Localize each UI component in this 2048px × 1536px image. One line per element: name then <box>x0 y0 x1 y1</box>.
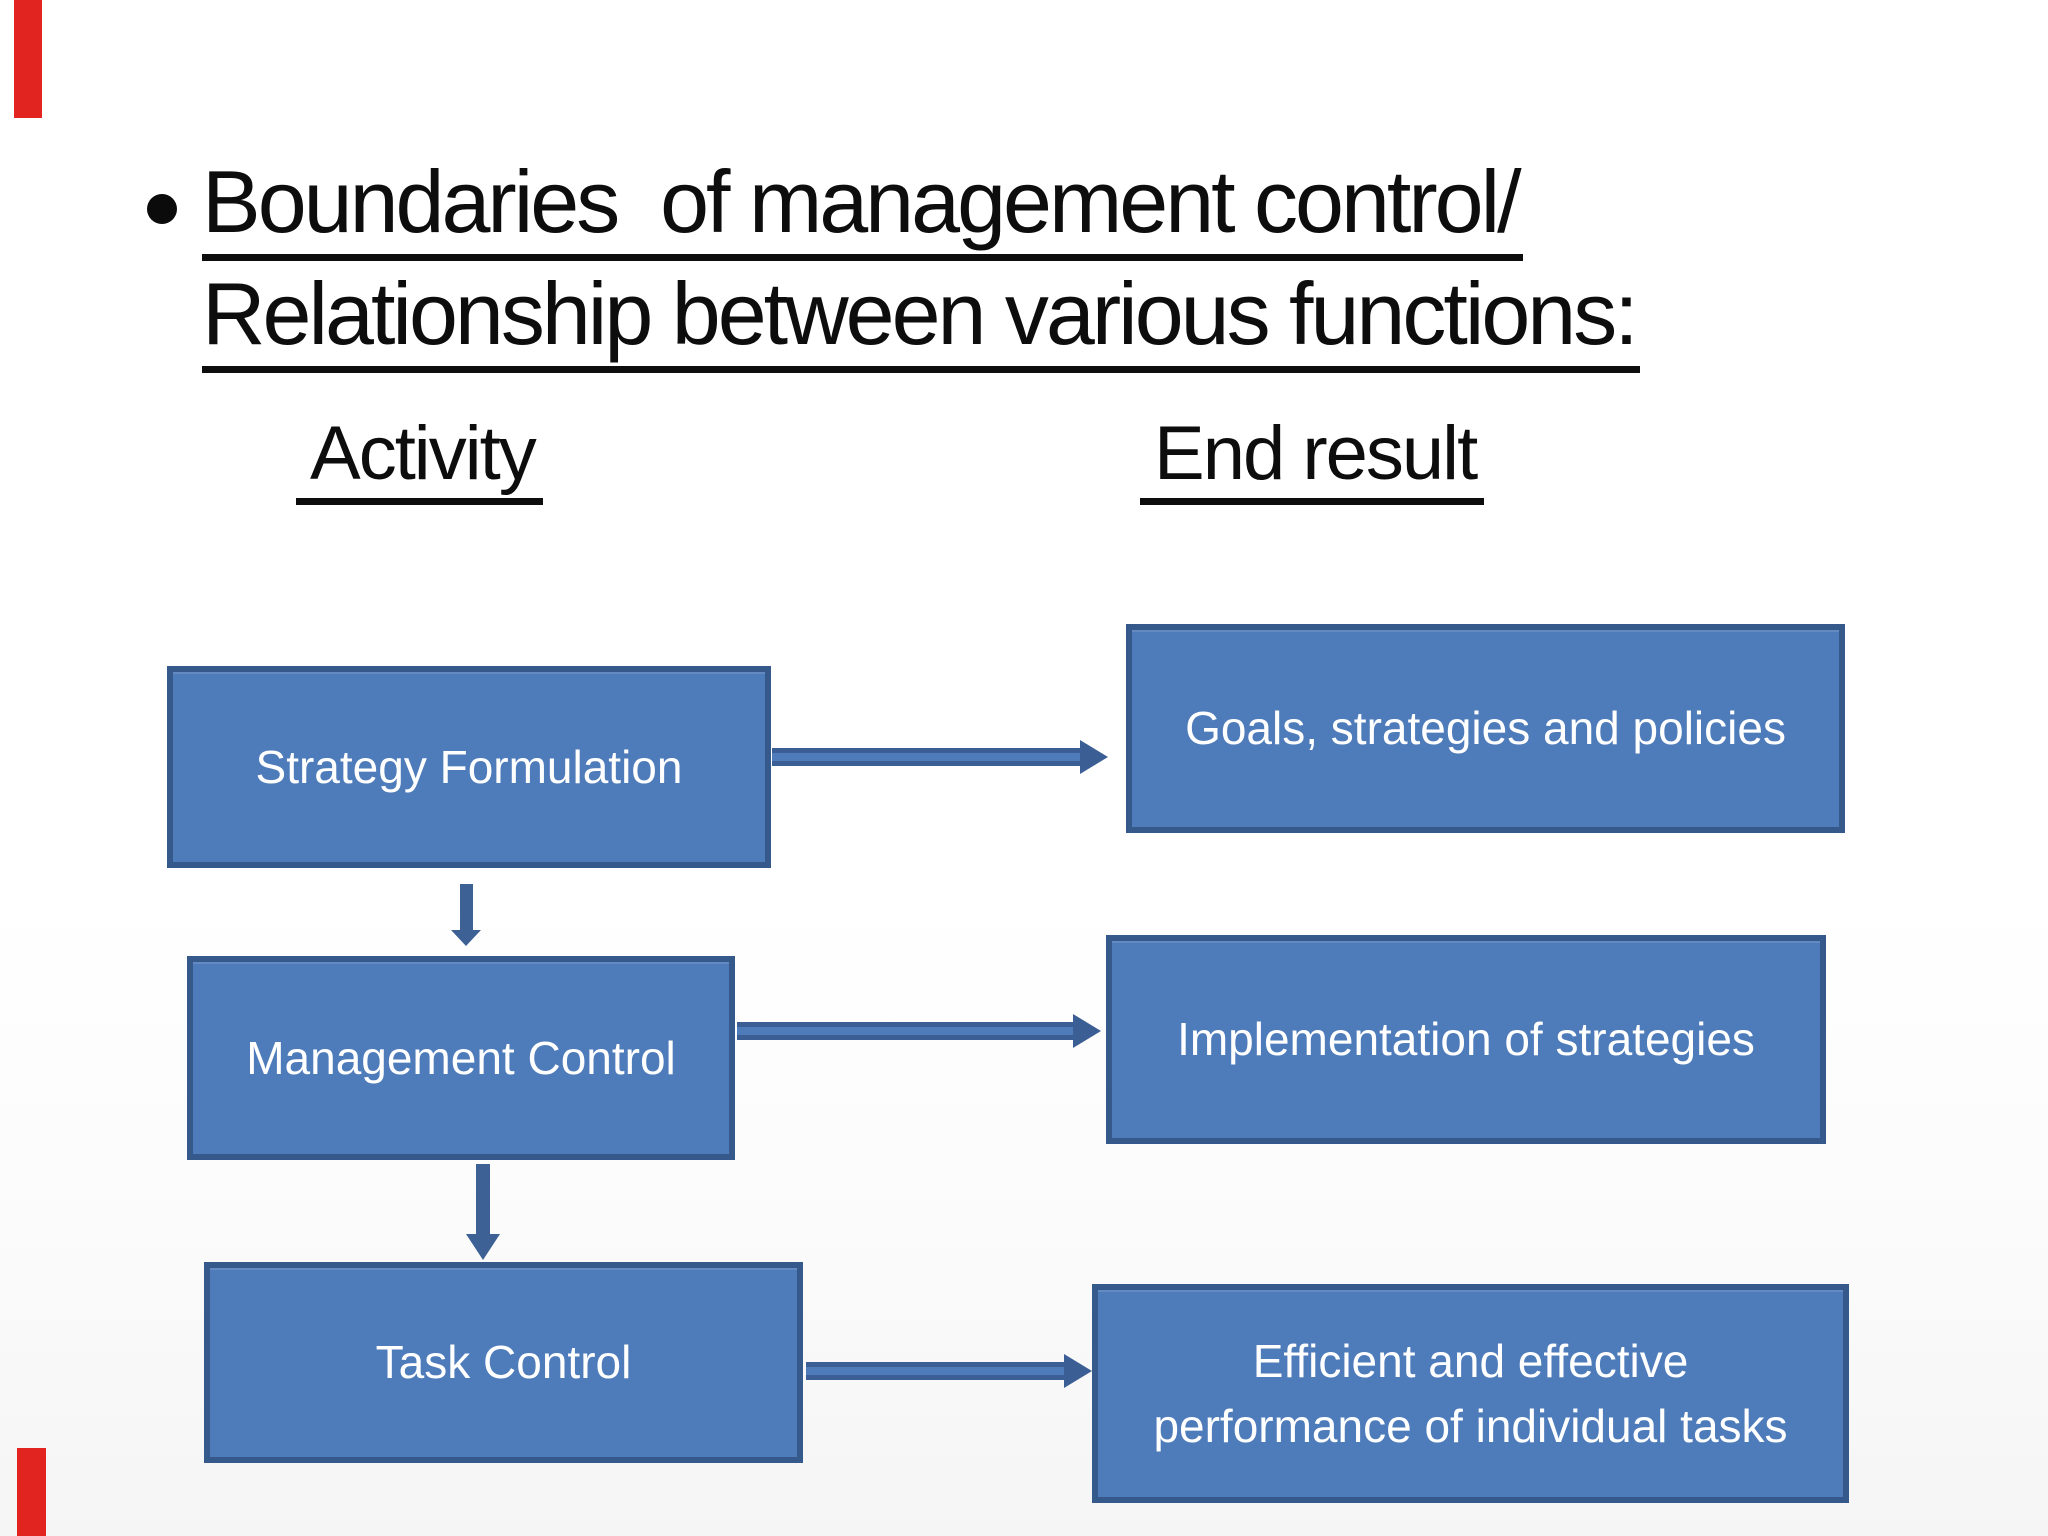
bullet-marker <box>147 194 177 224</box>
activity-box-task-control: Task Control <box>204 1262 803 1463</box>
arrow-strategy-to-goals-head <box>1080 740 1108 774</box>
arrow-management-to-implementation-head <box>1073 1014 1101 1048</box>
arrow-management-to-task-head <box>466 1234 500 1260</box>
activity-box-strategy-formulation: Strategy Formulation <box>167 666 771 868</box>
activity-box-label: Management Control <box>246 1031 676 1084</box>
arrow-strategy-to-goals-shaft <box>772 748 1080 766</box>
red-edge-mark-bottom <box>17 1448 46 1536</box>
end-result-box-efficient-performance: Efficient and effective performance of i… <box>1092 1284 1849 1503</box>
arrow-management-to-implementation-shaft <box>737 1022 1073 1040</box>
activity-box-label: Task Control <box>375 1336 632 1389</box>
end-result-box-label: Efficient and effective performance of i… <box>1153 1335 1788 1452</box>
arrow-task-to-performance-shaft <box>806 1362 1064 1380</box>
activity-box-label: Strategy Formulation <box>255 740 683 793</box>
arrow-task-to-performance-head <box>1064 1354 1092 1388</box>
red-edge-mark-top <box>14 0 42 118</box>
slide-title-line2: Relationship between various functions: <box>202 270 1640 373</box>
end-result-column-header: End result <box>1140 416 1485 505</box>
end-result-box-label: Implementation of strategies <box>1177 1013 1755 1066</box>
arrow-management-to-task-shaft <box>476 1164 490 1234</box>
end-result-box-label: Goals, strategies and policies <box>1185 702 1786 755</box>
activity-column-header: Activity <box>296 416 543 505</box>
arrow-strategy-to-management-head <box>451 930 481 946</box>
arrow-strategy-to-management-shaft <box>460 884 473 930</box>
end-result-box-implementation: Implementation of strategies <box>1106 935 1826 1144</box>
slide-title-line1: Boundaries of management control/ <box>202 158 1523 261</box>
end-result-box-goals: Goals, strategies and policies <box>1126 624 1845 833</box>
activity-box-management-control: Management Control <box>187 956 735 1160</box>
